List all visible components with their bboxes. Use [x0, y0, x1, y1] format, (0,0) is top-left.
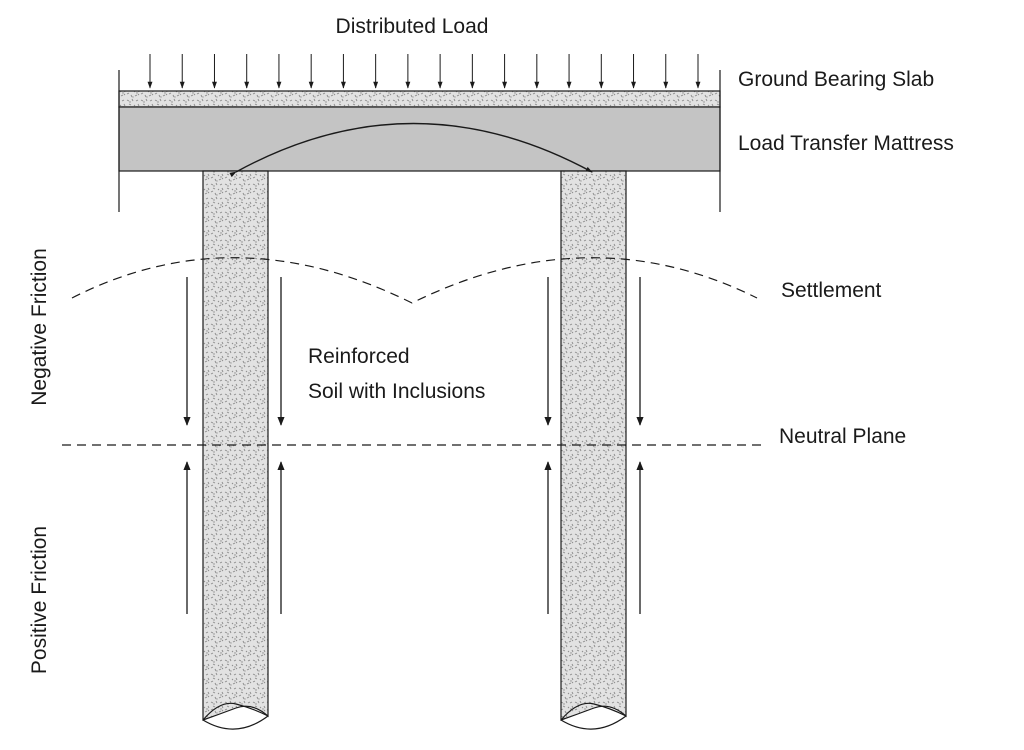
right-inclusion-base-lower [560, 715, 627, 730]
ground-bearing-slab-label: Ground Bearing Slab [738, 68, 934, 91]
distributed-load-arrows [147, 54, 701, 89]
neutral-plane-label: Neutral Plane [779, 425, 906, 448]
negative-friction-label: Negative Friction [28, 248, 51, 406]
settlement-curve [71, 257, 758, 304]
load-transfer-mattress [118, 106, 721, 172]
right-inclusion-base [560, 702, 627, 721]
ground-bearing-slab [118, 90, 721, 108]
left-inclusion-base-lower [202, 715, 269, 730]
arching-arrow [229, 122, 593, 178]
load-transfer-mattress-label: Load Transfer Mattress [738, 132, 954, 155]
distributed-load-label: Distributed Load [336, 15, 489, 38]
settlement-label: Settlement [781, 279, 882, 302]
positive-friction-label: Positive Friction [28, 526, 51, 674]
left-inclusion-base [202, 702, 269, 721]
reinforced-soil-label-line2: Soil with Inclusions [308, 380, 485, 403]
reinforced-soil-label-line1: Reinforced [308, 345, 410, 368]
